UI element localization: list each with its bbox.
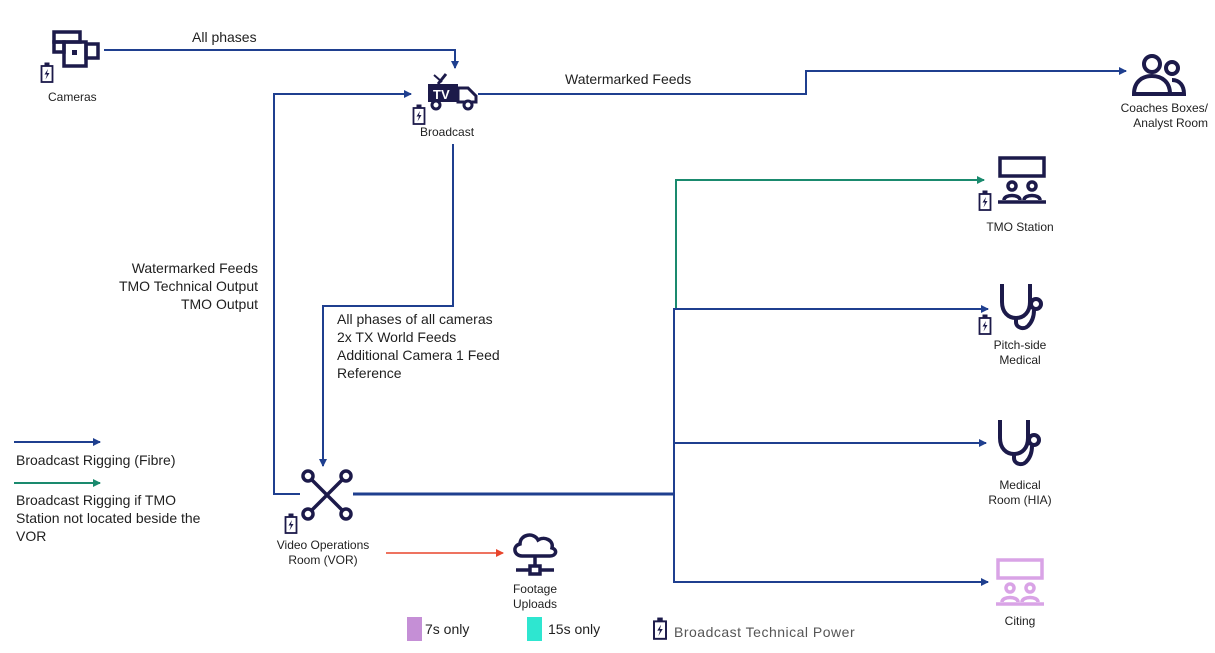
battery-power-icon bbox=[978, 190, 992, 211]
network-hub-icon bbox=[301, 469, 353, 521]
legend-15s-swatch bbox=[527, 617, 542, 641]
edge-label-down-feeds: All phases of all cameras 2x TX World Fe… bbox=[337, 311, 500, 381]
node-label-broadcast: Broadcast bbox=[420, 125, 475, 139]
stethoscope-icon bbox=[998, 420, 1041, 467]
node-label-cameras: Cameras bbox=[48, 90, 97, 104]
legend-fibre-label: Broadcast Rigging (Fibre) bbox=[16, 452, 176, 468]
edge-label-all-phases: All phases bbox=[192, 29, 257, 45]
node-label-vor: Video Operations Room (VOR) bbox=[276, 538, 370, 567]
node-label-footage: Footage Uploads bbox=[512, 582, 558, 611]
users-icon bbox=[1131, 54, 1187, 96]
svg-text:TV: TV bbox=[433, 87, 450, 102]
legend-15s-label: 15s only bbox=[548, 621, 601, 637]
battery-power-icon bbox=[40, 62, 54, 83]
battery-power-icon bbox=[284, 513, 298, 534]
legend-7s-label: 7s only bbox=[425, 621, 470, 637]
legend-power-label: Broadcast Technical Power bbox=[674, 624, 856, 640]
cloud-upload-icon bbox=[513, 533, 558, 576]
edge-citing bbox=[673, 494, 989, 586]
edge-cameras-broadcast bbox=[104, 49, 459, 69]
edge-label-watermarked: Watermarked Feeds bbox=[565, 71, 692, 87]
node-label-tmo-station: TMO Station bbox=[986, 220, 1054, 234]
battery-power-icon bbox=[978, 314, 992, 335]
video-camera-icon bbox=[52, 30, 100, 68]
edge-broadcast-coaches bbox=[478, 67, 1127, 95]
node-label-coaches: Coaches Boxes/ Analyst Room bbox=[1120, 101, 1208, 130]
battery-power-icon bbox=[412, 104, 426, 125]
edge-pitchside bbox=[673, 305, 989, 494]
node-label-citing: Citing bbox=[1004, 614, 1036, 628]
node-label-pitchside: Pitch-side Medical bbox=[993, 338, 1047, 367]
battery-power-icon bbox=[653, 617, 667, 640]
legend-7s-swatch bbox=[407, 617, 422, 641]
stethoscope-icon bbox=[1000, 284, 1043, 331]
legend-tmo-label: Broadcast Rigging if TMO Station not loc… bbox=[16, 492, 201, 544]
screen-desk-icon bbox=[996, 558, 1044, 606]
edge-broadcast-vor bbox=[319, 144, 454, 467]
screen-desk-icon bbox=[998, 156, 1046, 204]
edge-label-return-feeds: Watermarked Feeds TMO Technical Output T… bbox=[118, 260, 258, 312]
edge-tmo-station bbox=[675, 176, 985, 309]
node-label-medical-room: Medical Room (HIA) bbox=[988, 478, 1052, 507]
tv-truck-icon: TV bbox=[428, 73, 478, 111]
edge-vor-broadcast bbox=[273, 90, 412, 495]
